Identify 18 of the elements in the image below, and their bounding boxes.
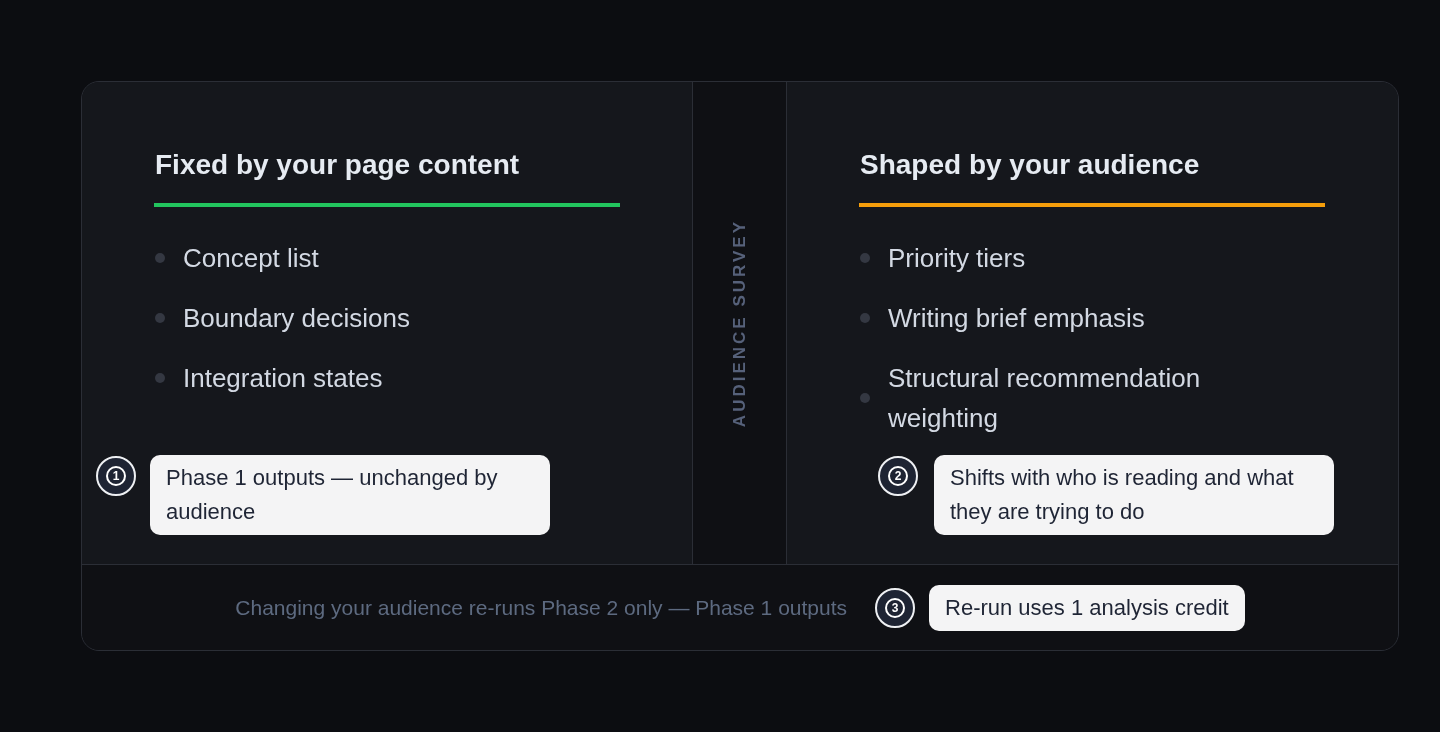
footer-note: Changing your audience re-runs Phase 2 only — Phase 1 outputs [235,594,847,621]
column-heading: Shaped by your audience [860,148,1200,182]
callout-note: Re-run uses 1 analysis credit [929,584,1245,631]
callout-note: Shifts with who is reading and what they are trying to do [934,455,1334,535]
callout-note: Phase 1 outputs — unchanged by audience [150,455,550,535]
callout-number: 3 [875,587,915,628]
callout-number: 2 [878,456,918,496]
vertical-label: AUDIENCE SURVEY [729,218,750,428]
list-item: Structural recommendation weighting [888,362,1202,435]
footer-band [82,564,1398,650]
column-heading: Fixed by your page content [155,148,520,182]
list-item: Integration states [183,362,384,395]
list-item: Concept list [183,242,320,275]
callout-number: 1 [96,456,136,496]
list-item: Boundary decisions [183,302,411,335]
divider-band [692,82,787,564]
list-item: Writing brief emphasis [888,302,1146,335]
list-item: Priority tiers [888,242,1027,275]
